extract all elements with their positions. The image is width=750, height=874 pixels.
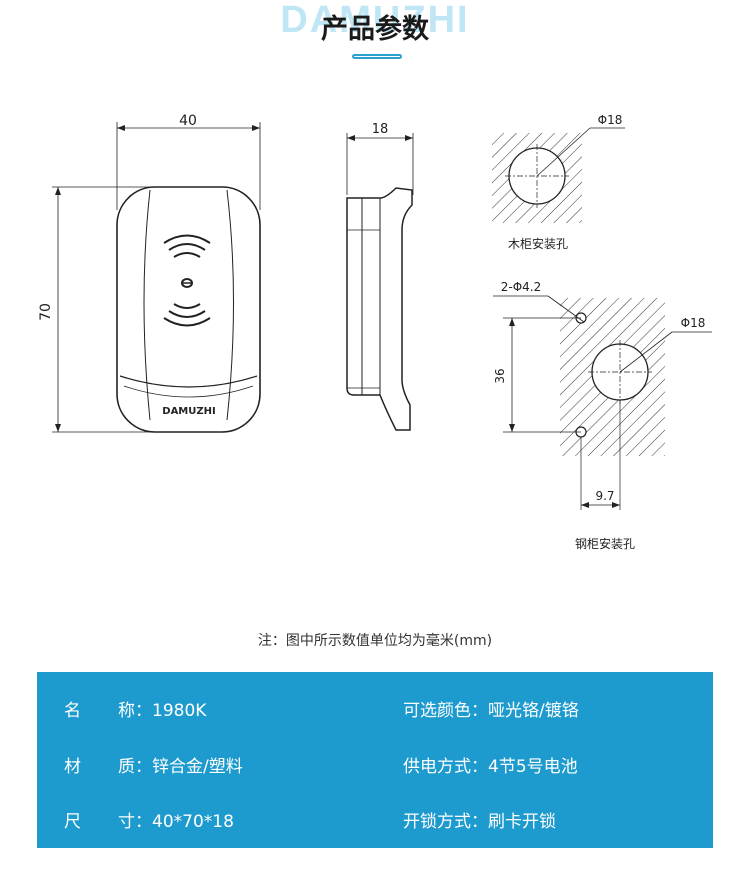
technical-drawing: 40 70 DAMUZHI 18 Φ18 木柜安装孔 <box>38 113 712 551</box>
spec-material: 材质：锌合金/塑料 <box>64 757 243 777</box>
front-logo-text: DAMUZHI <box>162 406 215 417</box>
spec-unlock-value: 刷卡开锁 <box>488 812 556 832</box>
page-title: 产品参数 <box>321 14 429 45</box>
steel-small-hole-dim: 2-Φ4.2 <box>501 280 542 294</box>
spec-color-value: 哑光铬/镀铬 <box>488 701 579 721</box>
front-view <box>52 122 261 433</box>
spec-power: 供电方式：4节5号电池 <box>403 757 578 777</box>
spec-material-value: 锌合金/塑料 <box>152 757 243 777</box>
steel-offset-dim: 9.7 <box>595 489 614 503</box>
spec-row: 尺寸：40*70*18 开锁方式：刷卡开锁 <box>37 807 713 837</box>
wireless-icon <box>163 234 211 327</box>
steel-vertical-dim: 36 <box>493 368 507 383</box>
spec-color: 可选颜色：哑光铬/镀铬 <box>403 701 579 721</box>
steel-cabinet-diagram <box>493 295 712 510</box>
spec-power-value: 4节5号电池 <box>488 757 578 777</box>
steel-hole-dim: Φ18 <box>681 316 706 330</box>
wood-cabinet-diagram <box>492 127 625 223</box>
front-height-label: 70 <box>38 303 54 321</box>
front-width-label: 40 <box>179 113 197 129</box>
spec-unlock: 开锁方式：刷卡开锁 <box>403 812 556 832</box>
spec-row: 材质：锌合金/塑料 供电方式：4节5号电池 <box>37 752 713 782</box>
spec-name-value: 1980K <box>152 701 207 721</box>
spec-name: 名称：1980K <box>64 701 207 721</box>
spec-row: 名称：1980K 可选颜色：哑光铬/镀铬 <box>37 696 713 726</box>
brand-watermark: DAMUZHI <box>280 0 470 41</box>
wood-caption: 木柜安装孔 <box>508 236 568 251</box>
steel-caption: 钢柜安装孔 <box>575 536 635 551</box>
header: DAMUZHI 产品参数 <box>0 0 750 70</box>
title-underline <box>352 54 402 59</box>
side-depth-label: 18 <box>372 122 389 137</box>
unit-note: 注：图中所示数值单位均为毫米(mm) <box>257 633 493 649</box>
wood-hole-dim: Φ18 <box>598 113 623 127</box>
spec-panel: 名称：1980K 可选颜色：哑光铬/镀铬 材质：锌合金/塑料 供电方式：4节5号… <box>37 672 713 848</box>
spec-size: 尺寸：40*70*18 <box>64 812 234 832</box>
spec-size-value: 40*70*18 <box>152 812 234 832</box>
side-view <box>346 133 414 431</box>
